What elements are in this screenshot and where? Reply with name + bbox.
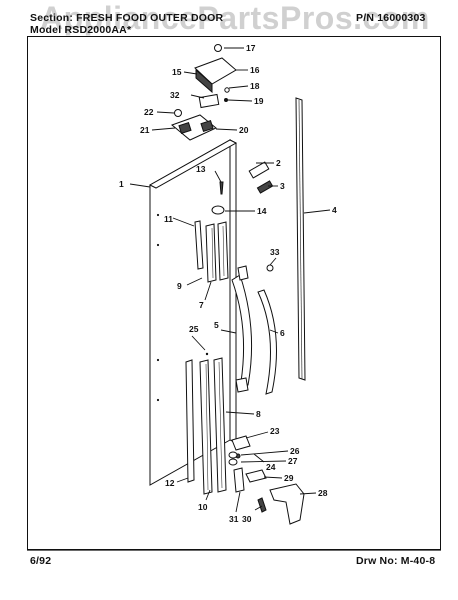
- callout-9: 9: [177, 281, 182, 291]
- callout-27: 27: [288, 456, 298, 466]
- callout-25: 25: [189, 324, 199, 334]
- section-title: FRESH FOOD OUTER DOOR: [76, 12, 224, 24]
- upper-trim-strips: [194, 220, 229, 283]
- callout-3: 3: [280, 181, 285, 191]
- callout-31: 31: [229, 514, 239, 524]
- callout-labels: 1 2 3 4 5 6 7 8 9 10 11 12 13 14 15 16 1…: [119, 43, 337, 524]
- callout-8: 8: [256, 409, 261, 419]
- callout-32: 32: [170, 90, 180, 100]
- callout-20: 20: [239, 125, 249, 135]
- callout-28: 28: [318, 488, 328, 498]
- leader-lines: [129, 47, 331, 513]
- model-number: RSD2000AA*: [64, 24, 132, 36]
- callout-13: 13: [196, 164, 206, 174]
- plug-14-part: [211, 205, 225, 215]
- callout-22: 22: [144, 107, 154, 117]
- model-header: Model RSD2000AA*: [30, 24, 131, 36]
- door-gasket: [295, 97, 306, 381]
- part-number-label: P/N: [356, 12, 375, 24]
- footer-drawing: Drw No: M-40-8: [356, 555, 435, 567]
- callout-10: 10: [198, 502, 208, 512]
- part-number-value: 16000303: [377, 12, 426, 24]
- callout-29: 29: [284, 473, 294, 483]
- callout-21: 21: [140, 125, 150, 135]
- callout-7: 7: [199, 300, 204, 310]
- callout-2: 2: [276, 158, 281, 168]
- hinge-bracket: [171, 109, 217, 141]
- callout-1: 1: [119, 179, 124, 189]
- callout-15: 15: [172, 67, 182, 77]
- callout-26: 26: [290, 446, 300, 456]
- callout-30: 30: [242, 514, 252, 524]
- callout-12: 12: [165, 478, 175, 488]
- top-hinge: [194, 44, 237, 109]
- door-handle: [231, 264, 277, 395]
- callout-19: 19: [254, 96, 264, 106]
- lower-trim-strips: [185, 352, 227, 495]
- callout-18: 18: [250, 81, 260, 91]
- callout-14: 14: [257, 206, 267, 216]
- callout-17: 17: [246, 43, 256, 53]
- part-2-plate: [248, 161, 270, 179]
- section-header: Section: FRESH FOOD OUTER DOOR: [30, 12, 223, 24]
- drawing-label: Drw No:: [356, 555, 398, 567]
- callout-4: 4: [332, 205, 337, 215]
- section-label: Section:: [30, 12, 74, 24]
- part-number-header: P/N 16000303: [356, 12, 426, 24]
- drawing-number: M-40-8: [400, 555, 436, 567]
- bottom-hinge: [228, 435, 305, 525]
- callout-24: 24: [266, 462, 276, 472]
- callout-23: 23: [270, 426, 280, 436]
- watermark-text: AppliancePartsPros.com: [40, 0, 430, 36]
- callout-33: 33: [270, 247, 280, 257]
- callout-11: 11: [164, 214, 173, 224]
- callout-16: 16: [250, 65, 260, 75]
- callout-6: 6: [280, 328, 285, 338]
- part-3-plate: [256, 180, 274, 194]
- screw-13-part: [219, 181, 224, 195]
- footer-date: 6/92: [30, 555, 52, 567]
- callout-5: 5: [214, 320, 219, 330]
- model-label: Model: [30, 24, 62, 36]
